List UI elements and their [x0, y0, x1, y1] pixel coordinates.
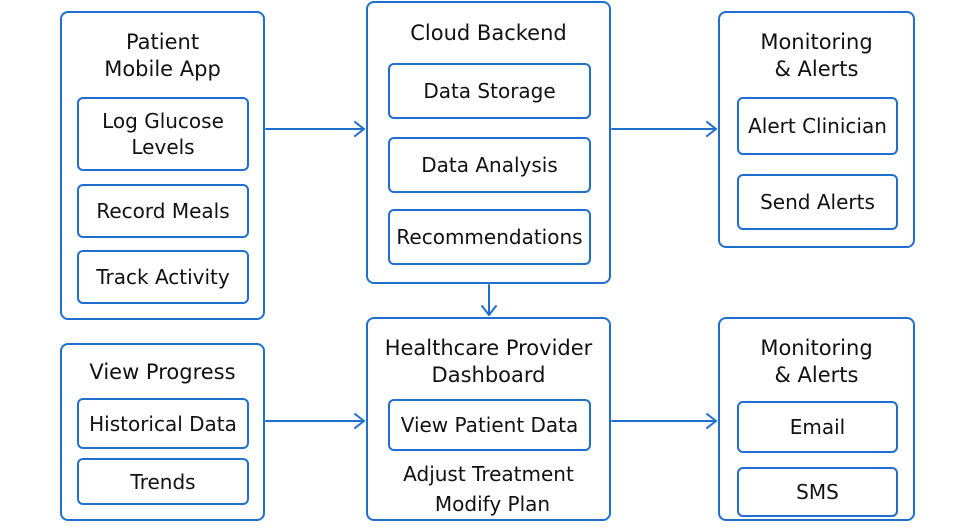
monitoring-alerts-bottom-panel: Monitoring & Alerts Email SMS [718, 317, 915, 521]
cloud-backend-title: Cloud Backend [410, 21, 567, 45]
email-item: Email [737, 401, 898, 453]
monitoring-bottom-title-line1: Monitoring [760, 336, 873, 360]
view-progress-title: View Progress [89, 360, 236, 384]
adjust-treatment-note: Adjust Treatment [403, 462, 574, 486]
historical-data-item: Historical Data [77, 398, 249, 449]
monitoring-alerts-top-panel: Monitoring & Alerts Alert Clinician Send… [718, 11, 915, 248]
monitoring-bottom-title-line2: & Alerts [774, 363, 859, 387]
patient-app-title-line2: Mobile App [104, 57, 221, 81]
arrow-progress-to-dashboard [265, 413, 365, 429]
sms-item: SMS [737, 467, 898, 517]
data-storage-label: Data Storage [423, 79, 556, 103]
monitoring-top-title-line1: Monitoring [760, 30, 873, 54]
trends-label: Trends [130, 469, 196, 494]
log-glucose-levels-item: Log Glucose Levels [77, 97, 249, 171]
arrow-backend-to-monitoring [611, 121, 717, 137]
alert-clinician-item: Alert Clinician [737, 97, 898, 155]
view-patient-data-label: View Patient Data [400, 413, 579, 437]
arrow-backend-to-dashboard [481, 284, 497, 316]
alert-clinician-label: Alert Clinician [748, 114, 887, 138]
track-activity-label: Track Activity [96, 265, 230, 289]
record-meals-item: Record Meals [77, 184, 249, 238]
arrow-app-to-backend [265, 121, 365, 137]
dashboard-title-line1: Healthcare Provider [384, 336, 593, 360]
send-alerts-item: Send Alerts [737, 174, 898, 230]
track-activity-item: Track Activity [77, 250, 249, 304]
recommendations-item: Recommendations [388, 209, 591, 265]
send-alerts-label: Send Alerts [760, 190, 875, 214]
arrow-dashboard-to-monitoring [611, 413, 717, 429]
log-glucose-levels-label: Log Glucose Levels [102, 109, 224, 159]
dashboard-title-line2: Dashboard [431, 363, 546, 387]
email-label: Email [789, 415, 846, 439]
record-meals-label: Record Meals [96, 199, 230, 223]
data-analysis-item: Data Analysis [388, 137, 591, 193]
view-patient-data-item: View Patient Data [388, 399, 591, 451]
recommendations-label: Recommendations [396, 225, 583, 249]
data-storage-item: Data Storage [388, 63, 591, 119]
monitoring-top-title-line2: & Alerts [774, 57, 859, 81]
view-progress-panel: View Progress Historical Data Trends [60, 343, 265, 521]
trends-item: Trends [77, 458, 249, 505]
modify-plan-note: Modify Plan [434, 492, 551, 516]
patient-app-title-line1: Patient [125, 30, 200, 54]
sms-label: SMS [796, 480, 839, 504]
historical-data-label: Historical Data [89, 411, 237, 436]
patient-mobile-app-panel: Patient Mobile App Log Glucose Levels Re… [60, 11, 265, 320]
data-analysis-label: Data Analysis [421, 153, 558, 177]
provider-dashboard-panel: Healthcare Provider Dashboard View Patie… [366, 317, 611, 521]
cloud-backend-panel: Cloud Backend Data Storage Data Analysis… [366, 1, 611, 284]
